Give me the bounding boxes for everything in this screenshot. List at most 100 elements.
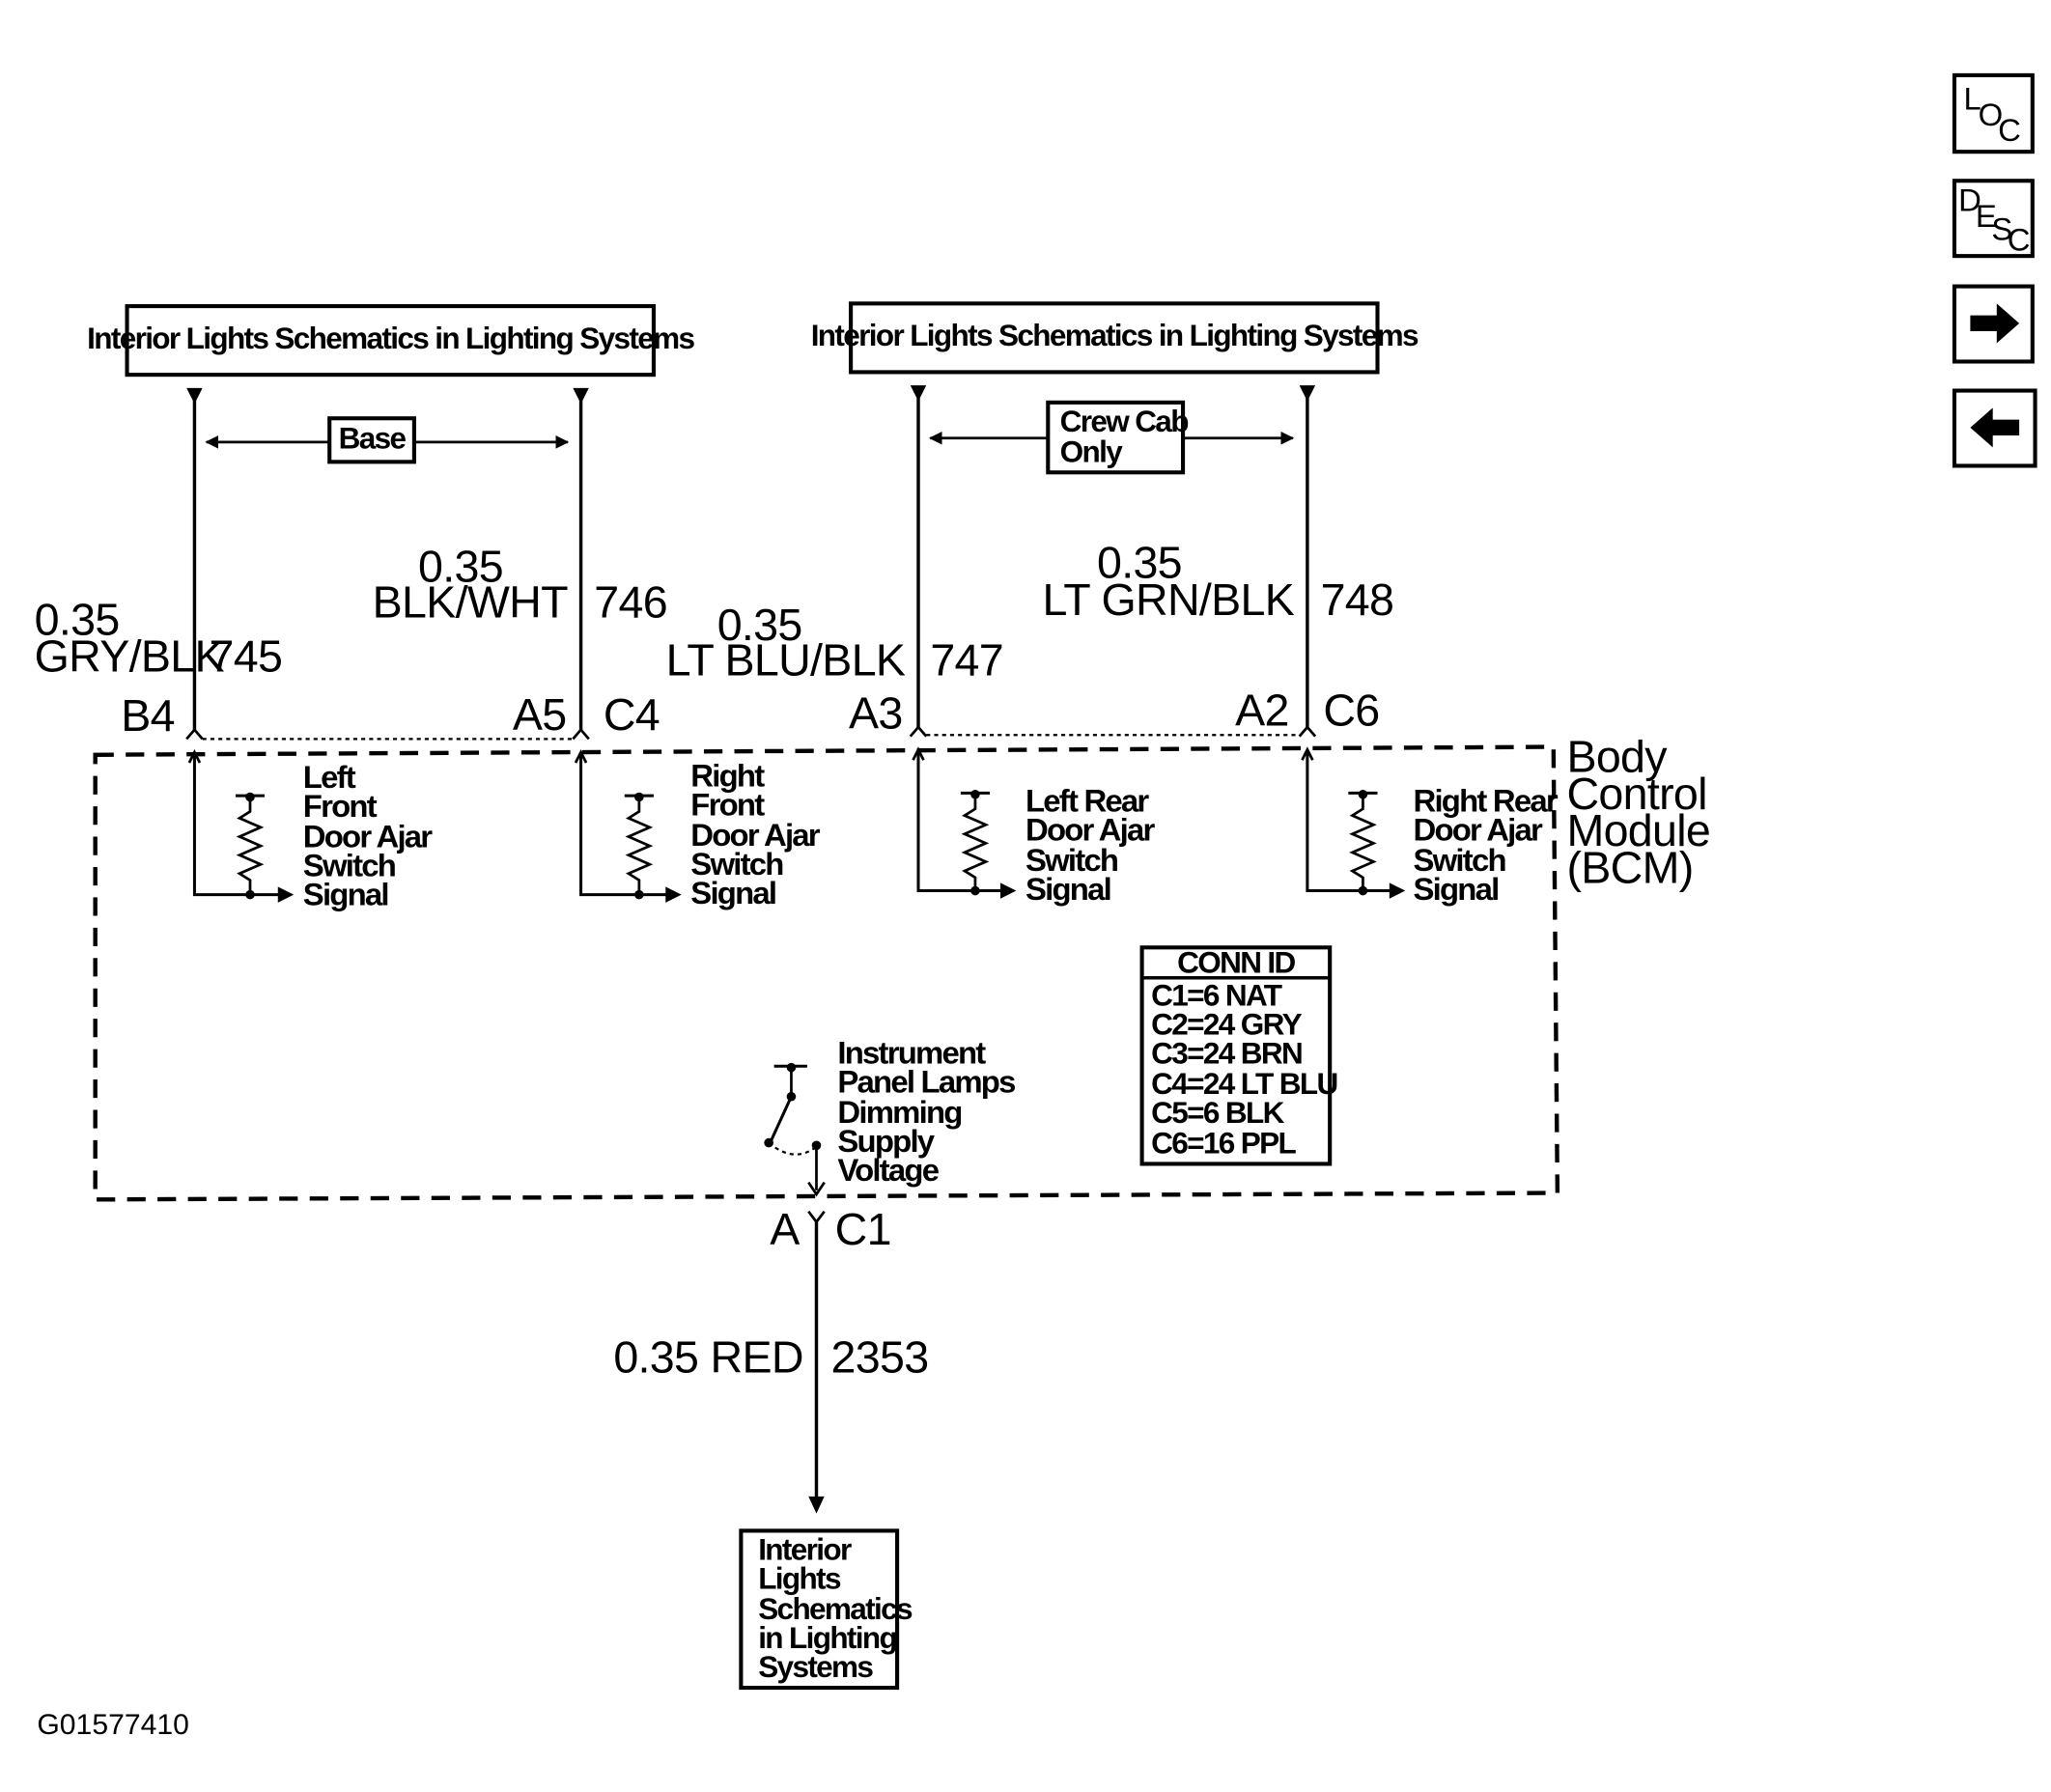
- bottom-box-line2: Lights: [758, 1562, 841, 1596]
- crew-cab-label-line1: Crew Cab: [1060, 405, 1189, 438]
- lf-signal-line2: Front: [303, 788, 378, 824]
- wire-746-connector: C4: [604, 689, 660, 740]
- conn-id-title: CONN ID: [1177, 945, 1295, 979]
- wire-746-pin: A5: [513, 689, 567, 740]
- lr-signal-line4: Signal: [1026, 871, 1110, 907]
- lr-signal-line2: Door Ajar: [1026, 812, 1156, 848]
- wire-747-labels: 0.35 LT BLU/BLK 747 A3: [666, 600, 1004, 739]
- bcm-name-line4: (BCM): [1566, 842, 1693, 892]
- left-rear-signal-label: Left Rear Door Ajar Switch Signal: [1026, 783, 1157, 908]
- wire-2353-size-color: 0.35 RED: [613, 1331, 802, 1382]
- conn-id-row-c6: C6=16 PPL: [1151, 1127, 1296, 1161]
- wire-2353-connector: C1: [835, 1204, 891, 1254]
- bcm-name-line3: Module: [1566, 805, 1710, 855]
- bcm-name: Body Control Module (BCM): [1566, 732, 1710, 893]
- wire-746-labels: 0.35 BLK/WHT 746 A5 C4: [373, 542, 668, 740]
- right-rear-door-ajar-circuit: [1301, 746, 1406, 899]
- rf-signal-line5: Signal: [690, 875, 775, 910]
- wire-748-color: LT GRN/BLK: [1043, 574, 1295, 625]
- top-left-destination-box: Interior Lights Schematics in Lighting S…: [87, 304, 696, 378]
- crew-cab-label-line2: Only: [1060, 434, 1124, 468]
- desc-char-s: S: [1991, 211, 2012, 247]
- conn-id-row-c3: C3=24 BRN: [1151, 1037, 1302, 1071]
- connector-spans: [202, 734, 1300, 741]
- bottom-box-line4: in Lighting: [758, 1621, 896, 1655]
- dimming-supply-circuit: Instrument Panel Lamps Dimming Supply Vo…: [764, 1035, 1017, 1197]
- rr-signal-line4: Signal: [1414, 871, 1499, 907]
- lf-signal-line4: Switch: [303, 848, 396, 883]
- bcm-module-boundary: [93, 744, 1560, 1202]
- top-right-destination-label: Interior Lights Schematics in Lighting S…: [811, 319, 1419, 352]
- bottom-box-line1: Interior: [758, 1532, 852, 1566]
- wire-745-size: 0.35: [35, 594, 120, 644]
- dimming-label-line1: Instrument: [837, 1035, 986, 1071]
- wire-745: [186, 387, 203, 732]
- back-button[interactable]: [1952, 388, 2037, 468]
- left-rear-door-ajar-circuit: [912, 746, 1017, 899]
- dimming-label-line5: Voltage: [837, 1152, 939, 1188]
- wire-747-color: LT BLU/BLK: [666, 635, 906, 686]
- lr-signal-line3: Switch: [1026, 842, 1118, 878]
- bottom-box-line5: Systems: [758, 1650, 873, 1684]
- left-front-signal-label: Left Front Door Ajar Switch Signal: [303, 759, 435, 912]
- loc-button[interactable]: L O C: [1952, 72, 2035, 154]
- wire-746: [573, 387, 589, 732]
- desc-char-c: C: [2008, 222, 2031, 258]
- wire-745-labels: 0.35 GRY/BLK 745 B4: [35, 594, 283, 741]
- loc-char-l: L: [1964, 80, 1981, 116]
- right-front-door-ajar-circuit: [574, 748, 682, 903]
- lf-signal-line3: Door Ajar: [303, 818, 434, 854]
- bcm-name-line2: Control: [1566, 769, 1706, 819]
- bcm-name-line1: Body: [1566, 732, 1668, 782]
- crew-cab-option-bracket: Crew Cab Only: [928, 400, 1295, 475]
- rf-signal-line4: Switch: [690, 846, 783, 882]
- desc-char-d: D: [1958, 182, 1981, 218]
- rf-signal-line3: Door Ajar: [690, 817, 821, 853]
- rf-signal-line2: Front: [690, 787, 765, 823]
- wire-747: [910, 385, 927, 729]
- wire-748-size: 0.35: [1097, 538, 1182, 588]
- wire-746-color: BLK/WHT: [373, 577, 569, 628]
- conn-id-row-c4: C4=24 LT BLU: [1151, 1067, 1336, 1101]
- loc-char-o: O: [1979, 97, 2004, 132]
- wire-745-circuit: 745: [210, 631, 283, 682]
- left-front-door-ajar-circuit: [187, 748, 295, 903]
- top-left-destination-label: Interior Lights Schematics in Lighting S…: [87, 322, 694, 355]
- wire-748-labels: 0.35 LT GRN/BLK 748 A2 C6: [1043, 538, 1394, 736]
- rf-signal-line1: Right: [690, 758, 765, 794]
- right-arrow-icon: [1970, 303, 2020, 344]
- right-front-signal-label: Right Front Door Ajar Switch Signal: [690, 758, 822, 911]
- wire-746-size: 0.35: [418, 542, 503, 592]
- dimming-label-line2: Panel Lamps: [837, 1064, 1015, 1100]
- loc-char-c: C: [1998, 112, 2021, 148]
- right-rear-signal-label: Right Rear Door Ajar Switch Signal: [1414, 783, 1560, 908]
- conn-id-row-c2: C2=24 GRY: [1151, 1008, 1302, 1042]
- top-right-destination-box: Interior Lights Schematics in Lighting S…: [811, 301, 1420, 375]
- desc-button[interactable]: D E S C: [1952, 179, 2035, 259]
- dimming-label-line3: Dimming: [837, 1094, 961, 1130]
- wire-747-size: 0.35: [717, 600, 802, 650]
- wire-748-connector: C6: [1323, 686, 1379, 736]
- left-arrow-icon: [1970, 407, 2020, 448]
- wire-746-circuit: 746: [594, 577, 667, 628]
- wire-2353-circuit: 2353: [831, 1331, 929, 1382]
- bottom-box-line3: Schematics: [758, 1592, 913, 1626]
- wire-747-pin: A3: [849, 687, 903, 738]
- rr-signal-line3: Switch: [1414, 842, 1506, 878]
- wire-748-pin: A2: [1235, 686, 1289, 736]
- forward-button[interactable]: [1952, 284, 2035, 364]
- bottom-destination-box: Interior Lights Schematics in Lighting S…: [739, 1528, 914, 1691]
- base-option-label: Base: [339, 422, 407, 456]
- lf-signal-line1: Left: [303, 759, 356, 795]
- wire-748-circuit: 748: [1321, 574, 1394, 625]
- dimming-label-line4: Supply: [837, 1123, 935, 1159]
- rr-signal-line2: Door Ajar: [1414, 812, 1544, 848]
- conn-id-table: CONN ID C1=6 NAT C2=24 GRY C3=24 BRN C4=…: [1139, 945, 1338, 1166]
- lf-signal-line5: Signal: [303, 877, 388, 912]
- wire-745-pin: B4: [121, 690, 175, 741]
- wire-2353: A C1 0.35 RED 2353: [613, 1204, 929, 1514]
- wire-2353-pin: A: [770, 1204, 800, 1254]
- figure-id: G01577410: [37, 1709, 189, 1741]
- lr-signal-line1: Left Rear: [1026, 783, 1149, 819]
